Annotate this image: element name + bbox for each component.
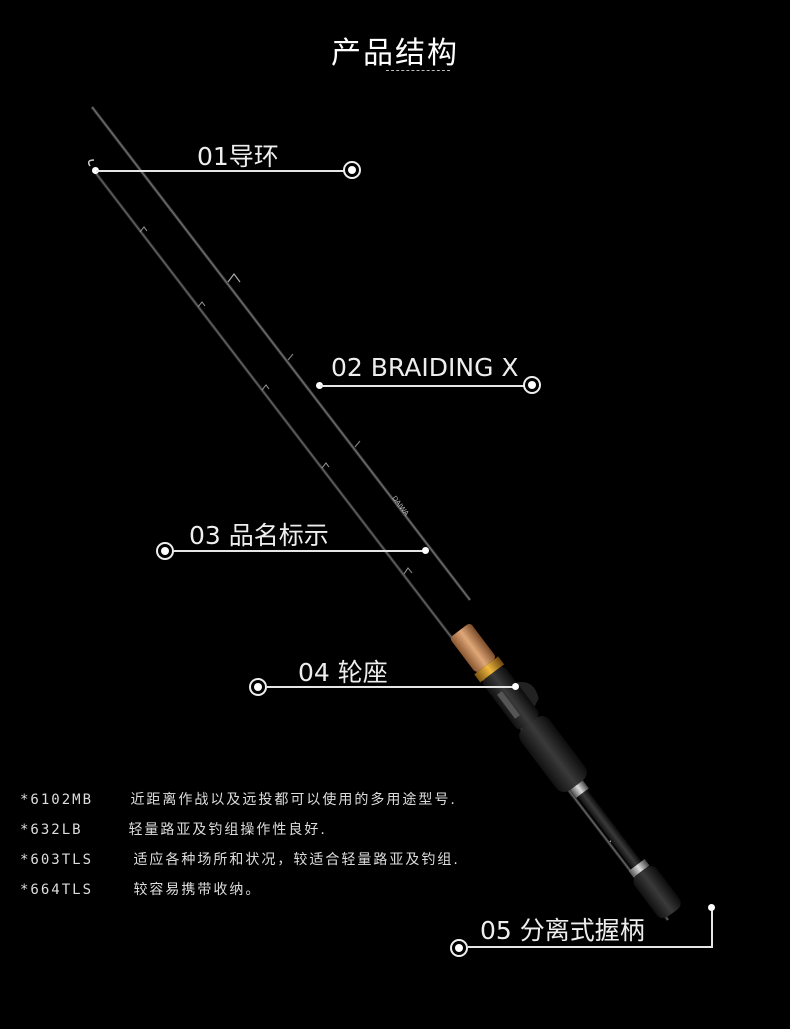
model-code: *664TLS <box>20 882 94 898</box>
callout-05-anchor <box>708 904 715 911</box>
callout-03-anchor <box>422 547 429 554</box>
model-description: 近距离作战以及远投都可以使用的多用途型号. <box>130 792 457 808</box>
callout-04-label: 04 轮座 <box>298 658 388 687</box>
callout-01-marker-icon[interactable] <box>343 161 361 179</box>
callout-02-anchor <box>316 382 323 389</box>
title-underline <box>386 70 450 71</box>
model-description: 较容易携带收纳。 <box>133 882 262 898</box>
rod-handle-assembly <box>450 624 681 919</box>
callout-03-line <box>174 550 424 552</box>
callout-01-anchor <box>92 167 99 174</box>
model-note-632lb: *632LB 轻量路亚及钓组操作性良好. <box>20 819 327 839</box>
model-note-664tls: *664TLS 较容易携带收纳。 <box>20 879 261 899</box>
callout-02-label: 02 BRAIDING X <box>331 353 519 382</box>
callout-05-vertical-line <box>711 908 713 948</box>
callout-05-marker-icon[interactable] <box>450 939 468 957</box>
model-description: 轻量路亚及钓组操作性良好. <box>128 822 327 838</box>
callout-04-marker-icon[interactable] <box>249 678 267 696</box>
model-note-6102mb: *6102MB 近距离作战以及远投都可以使用的多用途型号. <box>20 789 457 809</box>
callout-05-label: 05 分离式握柄 <box>480 916 645 945</box>
page-title: 产品结构 <box>331 36 459 71</box>
callout-04-anchor <box>512 683 519 690</box>
callout-05-line <box>468 946 713 948</box>
callout-01-label: 01导环 <box>197 142 279 171</box>
callout-04-line <box>267 686 515 688</box>
callout-02-line <box>320 385 526 387</box>
model-note-603tls: *603TLS 适应各种场所和状况，较适合轻量路亚及钓组. <box>20 849 460 869</box>
model-code: *6102MB <box>20 792 94 808</box>
callout-02-marker-icon[interactable] <box>523 376 541 394</box>
model-code: *632LB <box>20 822 83 838</box>
rod-brand-marking: DAIWA <box>390 495 409 518</box>
rod-main-blank: DAIWA <box>90 106 472 601</box>
rod-second-blank <box>87 159 670 921</box>
callout-03-marker-icon[interactable] <box>156 542 174 560</box>
model-description: 适应各种场所和状况，较适合轻量路亚及钓组. <box>133 852 460 868</box>
model-code: *603TLS <box>20 852 94 868</box>
callout-03-label: 03 品名标示 <box>189 521 329 550</box>
callout-01-line <box>96 170 346 172</box>
